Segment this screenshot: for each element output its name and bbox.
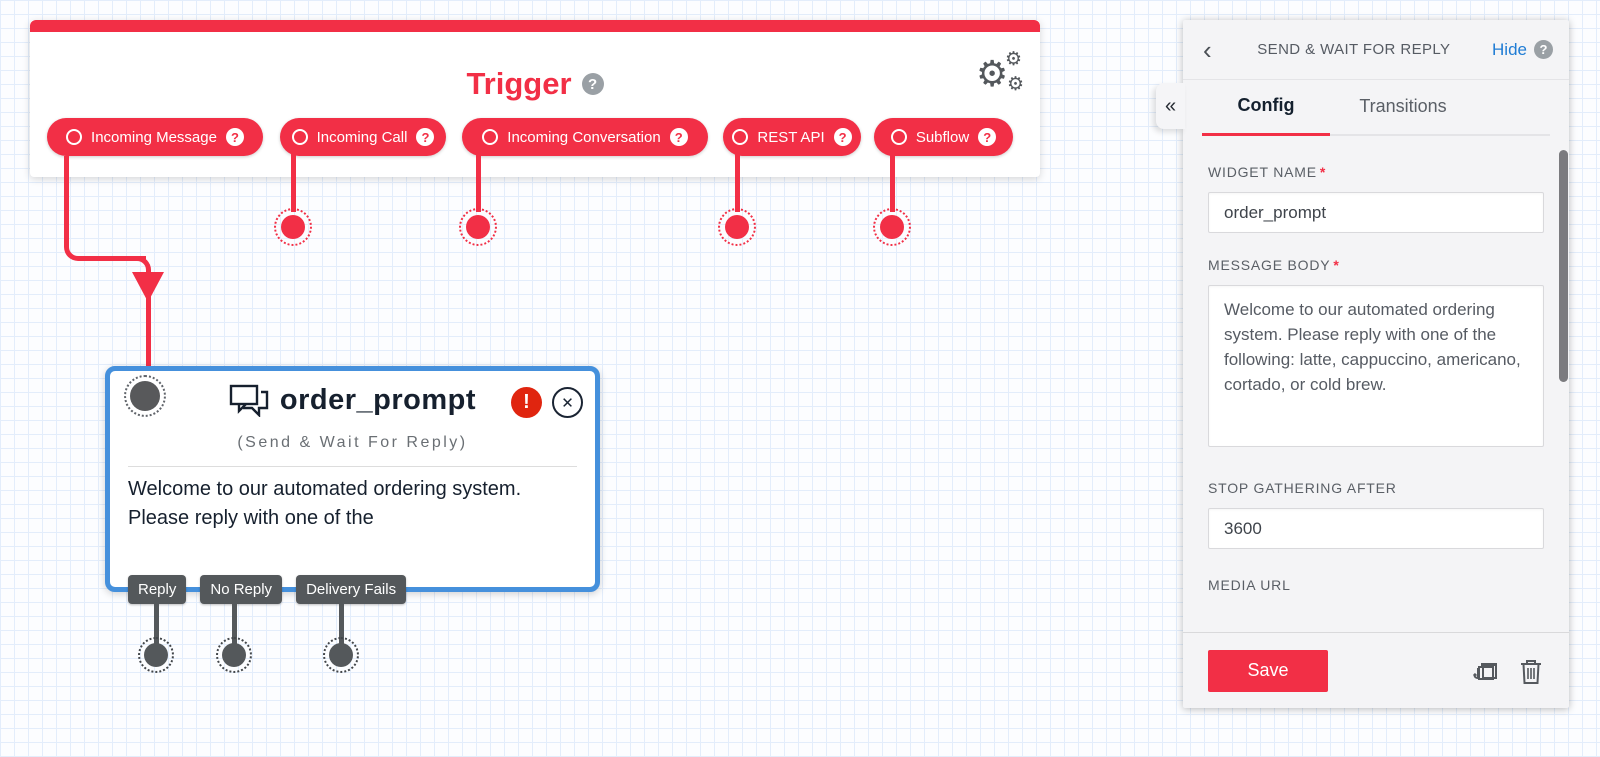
message-body-textarea[interactable]: Welcome to our automated ordering system… xyxy=(1208,285,1544,447)
pill-label: REST API xyxy=(757,128,825,146)
connector-line xyxy=(735,152,740,212)
connector-ring-icon xyxy=(66,129,83,145)
order-prompt-widget[interactable]: order_prompt ! ✕ (Send & Wait For Reply)… xyxy=(105,366,600,604)
collapse-chevrons-icon: « xyxy=(1164,94,1177,117)
trigger-accent-bar xyxy=(30,20,1040,32)
trigger-pill-incoming-message[interactable]: Incoming Message ? xyxy=(47,118,263,156)
connection-elbow xyxy=(64,156,146,261)
gear-icon: ⚙ xyxy=(976,53,1009,94)
transition-delivery-fails-button[interactable]: Delivery Fails xyxy=(296,575,407,604)
dot xyxy=(144,643,168,667)
trigger-pill-subflow[interactable]: Subflow ? xyxy=(874,118,1013,156)
dot xyxy=(329,643,353,667)
connector-ring-icon xyxy=(890,129,907,145)
trigger-help-icon[interactable]: ? xyxy=(581,73,604,95)
trigger-pill-incoming-conversation[interactable]: Incoming Conversation ? xyxy=(462,118,708,156)
error-badge-icon[interactable]: ! xyxy=(511,387,542,418)
connection-arrowhead-icon xyxy=(132,272,164,302)
panel-title: SEND & WAIT FOR REPLY xyxy=(1257,41,1451,58)
back-chevron-icon[interactable]: ‹ xyxy=(1203,34,1212,65)
duplicate-widget-icon[interactable] xyxy=(1470,656,1500,686)
dot xyxy=(281,215,305,239)
trigger-pill-incoming-call[interactable]: Incoming Call ? xyxy=(280,118,446,156)
help-icon[interactable]: ? xyxy=(669,128,688,146)
reply-connector-dot[interactable] xyxy=(138,637,174,673)
help-icon[interactable]: ? xyxy=(416,128,435,146)
tab-config[interactable]: Config xyxy=(1202,80,1330,136)
hide-link[interactable]: Hide xyxy=(1492,39,1527,59)
no-reply-connector-dot[interactable] xyxy=(216,637,252,673)
help-icon[interactable]: ? xyxy=(225,128,244,146)
connector-ring-icon xyxy=(732,129,749,145)
required-marker: * xyxy=(1319,164,1327,180)
connector-line xyxy=(291,152,296,212)
connector-line xyxy=(154,604,159,644)
transitions-row: Reply No Reply Delivery Fails xyxy=(128,575,407,604)
hide-help-icon[interactable]: ? xyxy=(1534,40,1553,59)
gear-icon: ⚙ xyxy=(1004,49,1022,70)
connector-ring-icon xyxy=(482,129,499,145)
panel-tabs: Config Transitions xyxy=(1202,80,1550,136)
pill-label: Incoming Call xyxy=(316,128,408,146)
pill-label: Incoming Conversation xyxy=(507,128,661,146)
subflow-connector-dot[interactable] xyxy=(873,208,911,246)
dot xyxy=(130,381,160,411)
trigger-pill-rest-api[interactable]: REST API ? xyxy=(723,118,861,156)
connector-line xyxy=(890,152,895,212)
incoming-conversation-connector-dot[interactable] xyxy=(459,208,497,246)
help-icon[interactable]: ? xyxy=(978,128,997,146)
widget-name-input[interactable] xyxy=(1208,192,1544,233)
pill-label: Incoming Message xyxy=(91,128,217,146)
connector-ring-icon xyxy=(291,129,308,145)
save-button[interactable]: Save xyxy=(1208,649,1328,692)
incoming-call-connector-dot[interactable] xyxy=(274,208,312,246)
stop-gathering-label: STOP GATHERING AFTER xyxy=(1208,480,1397,496)
connection-line xyxy=(146,272,151,368)
widget-config-panel: ‹ SEND & WAIT FOR REPLY Hide ? Config Tr… xyxy=(1183,20,1569,708)
connector-line xyxy=(232,604,237,644)
rest-api-connector-dot[interactable] xyxy=(718,208,756,246)
divider xyxy=(128,466,577,467)
connector-line xyxy=(339,604,344,644)
connection-elbow xyxy=(134,256,151,276)
pill-label: Subflow xyxy=(915,128,970,146)
panel-footer: Save xyxy=(1183,632,1569,708)
delivery-fails-connector-dot[interactable] xyxy=(323,637,359,673)
panel-scrollbar-thumb[interactable] xyxy=(1559,150,1568,382)
media-url-label: MEDIA URL xyxy=(1208,577,1291,593)
connector-line xyxy=(476,152,481,212)
panel-header: ‹ SEND & WAIT FOR REPLY Hide ? xyxy=(1183,20,1569,80)
widget-name-label: WIDGET NAME* xyxy=(1208,164,1327,180)
gear-icon: ⚙ xyxy=(1006,74,1024,95)
delete-widget-trash-icon[interactable] xyxy=(1518,656,1544,686)
widget-type-label: (Send & Wait For Reply) xyxy=(237,434,468,451)
tab-transitions[interactable]: Transitions xyxy=(1359,95,1447,116)
stop-gathering-input[interactable] xyxy=(1208,508,1544,549)
dot xyxy=(466,215,490,239)
widget-name: order_prompt xyxy=(279,384,477,416)
close-icon[interactable]: ✕ xyxy=(552,387,583,418)
trigger-title: Trigger xyxy=(466,66,572,101)
required-marker: * xyxy=(1333,257,1340,273)
transition-no-reply-button[interactable]: No Reply xyxy=(200,575,283,604)
transition-reply-button[interactable]: Reply xyxy=(128,575,187,604)
message-body-label: MESSAGE BODY* xyxy=(1208,257,1340,273)
widget-title-row: order_prompt xyxy=(110,384,595,417)
help-icon[interactable]: ? xyxy=(833,128,852,146)
dot xyxy=(222,643,246,667)
chat-bubbles-icon xyxy=(229,384,269,417)
collapse-panel-tab[interactable]: « xyxy=(1156,83,1185,129)
config-form: WIDGET NAME* MESSAGE BODY* Welcome to ou… xyxy=(1183,164,1569,593)
dot xyxy=(725,215,749,239)
widget-body-preview: Welcome to our automated ordering system… xyxy=(128,478,522,529)
dot xyxy=(880,215,904,239)
flow-settings-gear-icon[interactable]: ⚙ ⚙ ⚙ xyxy=(976,50,1024,94)
trigger-title-row: Trigger ? xyxy=(30,66,1040,102)
widget-input-dot[interactable] xyxy=(124,375,166,417)
